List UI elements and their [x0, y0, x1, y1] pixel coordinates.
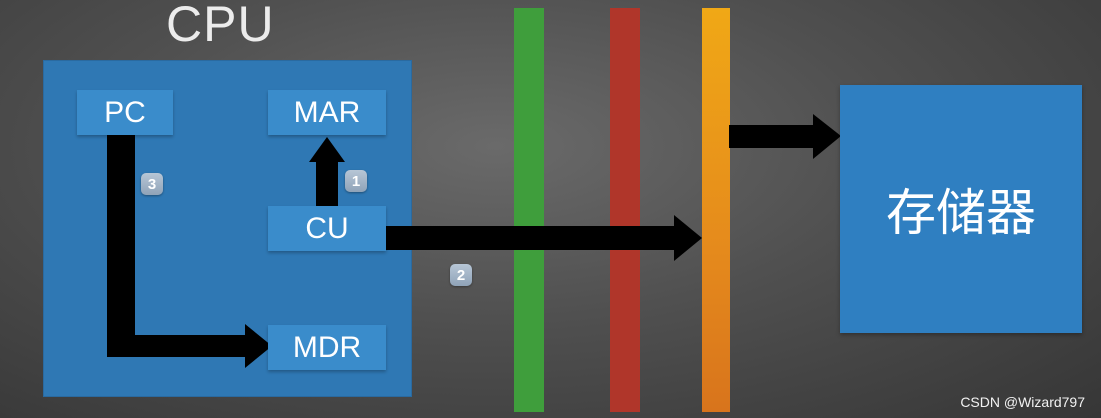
step-badge-2: 2 — [450, 264, 472, 286]
cpu-title: CPU — [166, 0, 275, 52]
watermark-text: CSDN @Wizard797 — [960, 394, 1085, 410]
pc-register: PC — [77, 90, 173, 135]
bus-bar-red — [610, 8, 640, 412]
step-badge-3: 3 — [141, 173, 163, 195]
step-badge-1: 1 — [345, 170, 367, 192]
bus-bar-orange — [702, 8, 730, 412]
memory-box: 存储器 — [840, 85, 1082, 333]
cu-register: CU — [268, 206, 386, 251]
mar-register: MAR — [268, 90, 386, 135]
arrow-bus-to-memory — [729, 114, 841, 159]
arrow-cu-to-bus — [386, 215, 702, 261]
mdr-register: MDR — [268, 325, 386, 370]
bus-bar-green — [514, 8, 544, 412]
